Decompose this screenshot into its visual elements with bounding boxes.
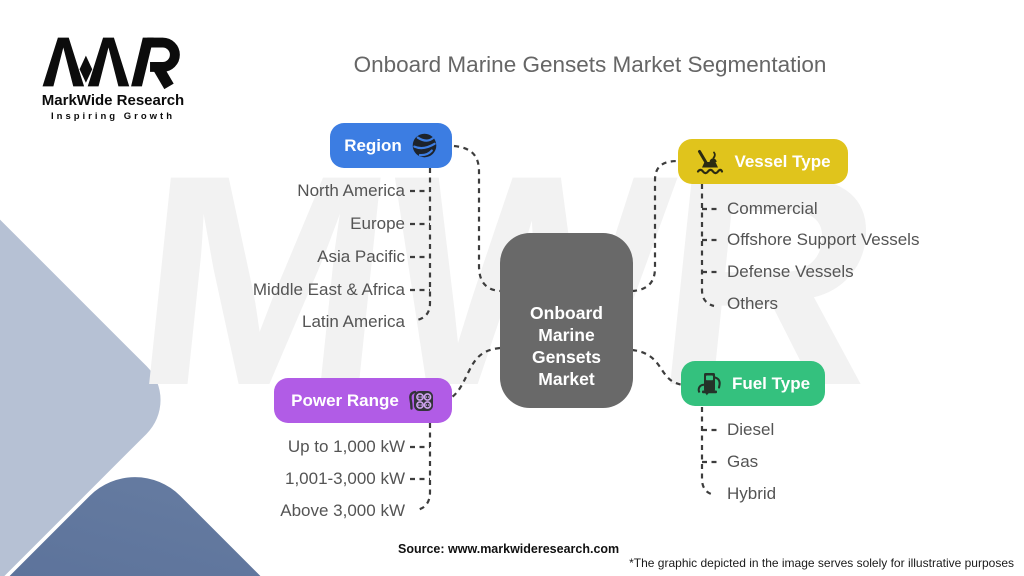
vessel-type-item: Others — [727, 294, 779, 313]
vessel-type-badge-label: Vessel Type — [734, 151, 831, 171]
center-node-line: Gensets — [531, 347, 602, 367]
markwide-logo: MarkWide Research Inspiring Growth — [30, 34, 196, 122]
fuel-type-badge: Fuel Type — [681, 361, 825, 406]
vessel-type-item: Offshore Support Vessels — [727, 230, 920, 249]
region-item: Middle East & Africa — [252, 280, 405, 299]
power-range-badge: Power Range — [274, 378, 452, 423]
power-range-item: 1,001-3,000 kW — [284, 469, 405, 488]
center-node-line: Onboard — [530, 303, 603, 323]
region-item: Latin America — [302, 312, 405, 331]
mwr-logo-icon — [42, 37, 180, 90]
source-text: Source: www.markwideresearch.com — [398, 542, 620, 556]
center-node-line: Marine — [538, 325, 595, 345]
region-item: Europe — [350, 214, 405, 233]
fuel-type-badge-label: Fuel Type — [731, 373, 811, 393]
region-badge-label: Region — [344, 135, 402, 155]
power-range-item: Above 3,000 kW — [280, 501, 405, 520]
page-title: Onboard Marine Gensets Market Segmentati… — [353, 52, 827, 77]
vessel-type-badge: Vessel Type — [678, 139, 848, 184]
vessel-type-item: Defense Vessels — [727, 262, 854, 281]
fuel-type-item: Hybrid — [727, 484, 777, 503]
power-range-badge-label: Power Range — [291, 390, 399, 410]
fuel-type-item: Gas — [727, 452, 759, 471]
logo-tagline: Inspiring Growth — [51, 111, 175, 122]
region-item: Asia Pacific — [317, 247, 405, 266]
center-node: Onboard Marine Gensets Market — [500, 233, 633, 408]
fuel-type-item: Diesel — [727, 420, 775, 439]
disclaimer-text: *The graphic depicted in the image serve… — [629, 556, 1014, 570]
center-node-line: Market — [538, 369, 595, 389]
power-range-item: Up to 1,000 kW — [287, 437, 405, 456]
logo-name: MarkWide Research — [41, 92, 185, 109]
fuel-pump-icon — [697, 373, 721, 396]
vessel-type-item: Commercial — [727, 199, 818, 218]
ship-crane-icon — [697, 150, 724, 175]
power-socket-icon — [408, 390, 433, 411]
region-badge: Region — [330, 123, 452, 168]
globe-icon — [412, 133, 437, 158]
region-item: North America — [297, 181, 405, 200]
